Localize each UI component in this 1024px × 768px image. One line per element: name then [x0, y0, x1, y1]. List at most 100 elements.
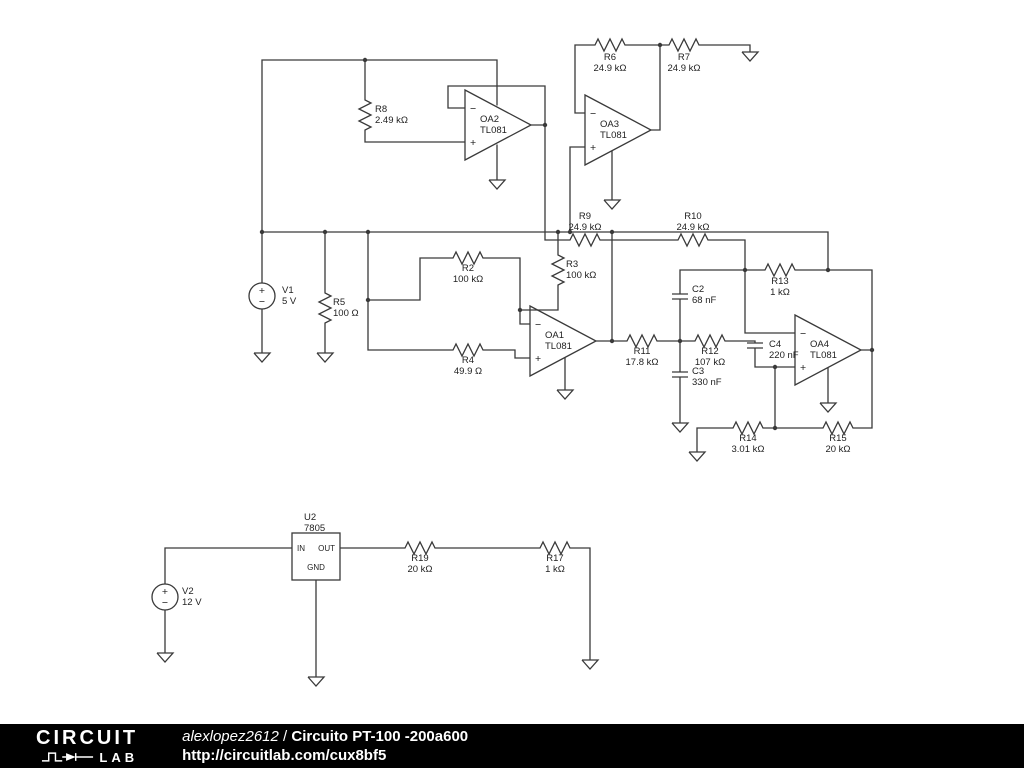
C2-value: 68 nF	[692, 295, 716, 306]
OA2-minus-mark: −	[470, 103, 476, 115]
circuitlab-logo: CIRCUIT LAB	[36, 728, 138, 764]
ground-symbol	[253, 347, 271, 363]
OA3-plus-mark: +	[590, 142, 596, 154]
R14-name: R14	[739, 433, 756, 444]
U2-name: U2	[304, 512, 316, 523]
junction-dot	[772, 425, 778, 431]
R4-name: R4	[462, 355, 474, 366]
R11-name: R11	[634, 346, 651, 357]
wires	[164, 44, 873, 672]
R2-value: 100 kΩ	[453, 274, 483, 285]
V1-minus-mark: −	[259, 296, 265, 308]
junction-dot	[259, 229, 265, 235]
OA1-name: OA1	[545, 330, 564, 341]
ground-symbol	[819, 397, 837, 413]
ground-symbol	[307, 671, 325, 687]
resistor-symbol-R3	[551, 249, 565, 291]
C3-name: C3	[692, 366, 704, 377]
capacitor-symbol-C2	[671, 293, 689, 300]
ground-symbol	[741, 46, 759, 62]
R6-name: R6	[604, 52, 616, 63]
junction-dot	[742, 267, 748, 273]
junction-dot	[657, 42, 663, 48]
resistor-symbol-R10	[672, 233, 714, 247]
credit-separator: /	[278, 727, 292, 745]
R7-name: R7	[678, 52, 690, 63]
junction-dot	[365, 229, 371, 235]
junction-dot	[609, 229, 615, 235]
R19-value: 20 kΩ	[407, 564, 432, 575]
resistor-symbol-R7	[663, 38, 705, 52]
waveform-diode-icon	[42, 752, 94, 762]
footer-bar: CIRCUIT LAB alexlopez2612 / Circuito PT-…	[0, 724, 1024, 768]
R9-name: R9	[579, 211, 591, 222]
voltage-source-symbol-V2	[151, 583, 179, 611]
ground-symbol	[581, 654, 599, 670]
R7-value: 24.9 kΩ	[668, 63, 701, 74]
logo-text-lab: LAB	[99, 749, 139, 765]
junction-dot	[567, 229, 573, 235]
ground-symbol	[556, 384, 574, 400]
V2-plus-mark: +	[162, 586, 168, 598]
V1-value: 5 V	[282, 296, 297, 307]
junction-dot	[609, 338, 615, 344]
ground-symbol	[603, 194, 621, 210]
V2-name: V2	[182, 586, 194, 597]
voltage-source-symbol-V1	[248, 282, 276, 310]
OA3-minus-mark: −	[590, 108, 596, 120]
OA1-minus-mark: −	[535, 319, 541, 331]
OA4-name: OA4	[810, 339, 829, 350]
OA1-part: TL081	[545, 341, 572, 352]
R14-value: 3.01 kΩ	[732, 444, 765, 455]
R11-value: 17.8 kΩ	[626, 357, 659, 368]
R10-name: R10	[684, 211, 701, 222]
credit-block: alexlopez2612 / Circuito PT-100 -200a600…	[182, 727, 468, 766]
regulator-box-U2	[291, 532, 341, 581]
credit-line: alexlopez2612 / Circuito PT-100 -200a600	[182, 727, 468, 747]
R13-value: 1 kΩ	[770, 287, 790, 298]
V1-name: V1	[282, 285, 294, 296]
U2-part: 7805	[304, 523, 325, 534]
junction-dot	[555, 229, 561, 235]
resistor-symbol-R5	[318, 287, 332, 329]
R4-value: 49.9 Ω	[454, 366, 482, 377]
junction-dots	[259, 42, 875, 431]
OA2-name: OA2	[480, 114, 499, 125]
U2-pin-gnd: GND	[307, 563, 325, 572]
R6-value: 24.9 kΩ	[594, 63, 627, 74]
R9-value: 24.9 kΩ	[569, 222, 602, 233]
R17-name: R17	[546, 553, 563, 564]
circuit-url: http://circuitlab.com/cux8bf5	[182, 747, 387, 764]
U2-pin-out: OUT	[318, 544, 335, 553]
resistor-symbol-R9	[564, 233, 606, 247]
R15-name: R15	[829, 433, 846, 444]
junction-dot	[542, 122, 548, 128]
C2-name: C2	[692, 284, 704, 295]
OA3-part: TL081	[600, 130, 627, 141]
R10-value: 24.9 kΩ	[677, 222, 710, 233]
resistor-symbol-R6	[589, 38, 631, 52]
capacitor-symbol-C4	[746, 342, 764, 349]
R12-name: R12	[701, 346, 718, 357]
R5-name: R5	[333, 297, 345, 308]
V2-minus-mark: −	[162, 597, 168, 609]
junction-dot	[517, 307, 523, 313]
U2-pin-in: IN	[297, 544, 305, 553]
R17-value: 1 kΩ	[545, 564, 565, 575]
ground-symbol	[488, 174, 506, 190]
R15-value: 20 kΩ	[825, 444, 850, 455]
junction-dot	[869, 347, 875, 353]
R8-name: R8	[375, 104, 387, 115]
author-name: alexlopez2612	[182, 727, 279, 745]
junction-dot	[322, 229, 328, 235]
resistor-symbol-R8	[358, 94, 372, 136]
OA2-part: TL081	[480, 125, 507, 136]
circuit-title: Circuito PT-100 -200a600	[291, 727, 469, 745]
logo-text-circuit: CIRCUIT	[36, 727, 139, 749]
R8-value: 2.49 kΩ	[375, 115, 408, 126]
ground-symbol	[671, 417, 689, 433]
R13-name: R13	[771, 276, 788, 287]
ground-symbol	[316, 347, 334, 363]
circuit-schematic: R6 24.9 kΩ R7 24.9 kΩ R9 24.9 kΩ R10 24.…	[151, 38, 875, 687]
OA4-part: TL081	[810, 350, 837, 361]
